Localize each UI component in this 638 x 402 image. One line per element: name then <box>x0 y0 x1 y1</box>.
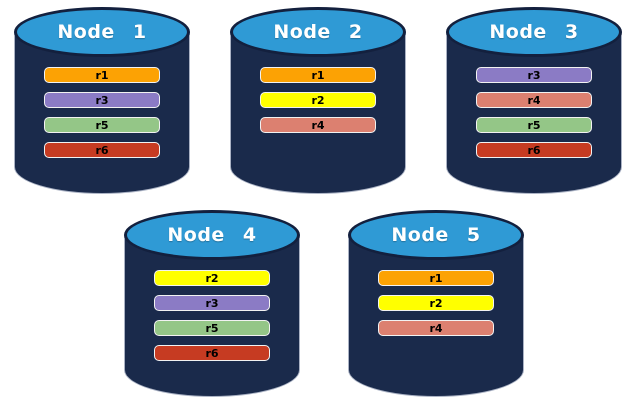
node-2-cylinder: Node 2 r1 r2 r4 <box>230 7 406 194</box>
replica-bar-r4: r4 <box>260 117 376 133</box>
node-1-cylinder: Node 1 r1 r3 r5 r6 <box>14 7 190 194</box>
replica-bar-r1: r1 <box>378 270 494 286</box>
replica-label: r4 <box>429 321 443 335</box>
replica-label: r4 <box>527 93 541 107</box>
node-5-replica-list: r1 r2 r4 <box>378 270 494 345</box>
replica-bar-r1: r1 <box>260 67 376 83</box>
node-5-title: Node 5 <box>391 224 481 246</box>
node-3-cylinder-top: Node 3 <box>446 7 622 57</box>
node-5-cylinder-body <box>348 235 524 397</box>
replica-label: r3 <box>205 296 219 310</box>
replica-label: r6 <box>95 143 109 157</box>
replica-bar-r2: r2 <box>378 295 494 311</box>
replica-bar-r6: r6 <box>44 142 160 158</box>
node-4-cylinder-top: Node 4 <box>124 210 300 260</box>
replica-label: r5 <box>527 118 541 132</box>
replica-label: r1 <box>311 68 325 82</box>
replica-bar-r4: r4 <box>476 92 592 108</box>
node-1-title: Node 1 <box>57 21 147 43</box>
replica-label: r1 <box>429 271 443 285</box>
replica-bar-r6: r6 <box>154 345 270 361</box>
node-1-cylinder-top: Node 1 <box>14 7 190 57</box>
node-2-title: Node 2 <box>273 21 363 43</box>
replica-label: r4 <box>311 118 325 132</box>
replica-bar-r2: r2 <box>260 92 376 108</box>
node-2-cylinder-body <box>230 32 406 194</box>
replica-bar-r3: r3 <box>44 92 160 108</box>
replica-bar-r4: r4 <box>378 320 494 336</box>
replica-bar-r5: r5 <box>44 117 160 133</box>
node-2-replica-list: r1 r2 r4 <box>260 67 376 142</box>
node-4-cylinder: Node 4 r2 r3 r5 r6 <box>124 210 300 397</box>
replica-label: r2 <box>311 93 325 107</box>
replica-label: r2 <box>429 296 443 310</box>
replica-label: r2 <box>205 271 219 285</box>
replica-label: r6 <box>205 346 219 360</box>
replica-bar-r1: r1 <box>44 67 160 83</box>
replica-label: r5 <box>205 321 219 335</box>
node-2-cylinder-top: Node 2 <box>230 7 406 57</box>
replica-bar-r5: r5 <box>154 320 270 336</box>
replica-bar-r6: r6 <box>476 142 592 158</box>
replica-bar-r5: r5 <box>476 117 592 133</box>
node-5-cylinder-top: Node 5 <box>348 210 524 260</box>
replica-label: r5 <box>95 118 109 132</box>
replica-label: r3 <box>527 68 541 82</box>
node-3-cylinder-body <box>446 32 622 194</box>
node-3-title: Node 3 <box>489 21 579 43</box>
replica-label: r3 <box>95 93 109 107</box>
node-4-replica-list: r2 r3 r5 r6 <box>154 270 270 370</box>
node-1-cylinder-body <box>14 32 190 194</box>
node-4-cylinder-body <box>124 235 300 397</box>
node-4-title: Node 4 <box>167 224 257 246</box>
replica-label: r1 <box>95 68 109 82</box>
replica-bar-r3: r3 <box>154 295 270 311</box>
replica-bar-r3: r3 <box>476 67 592 83</box>
node-3-cylinder: Node 3 r3 r4 r5 r6 <box>446 7 622 194</box>
replica-label: r6 <box>527 143 541 157</box>
replica-bar-r2: r2 <box>154 270 270 286</box>
node-5-cylinder: Node 5 r1 r2 r4 <box>348 210 524 397</box>
node-3-replica-list: r3 r4 r5 r6 <box>476 67 592 167</box>
node-1-replica-list: r1 r3 r5 r6 <box>44 67 160 167</box>
